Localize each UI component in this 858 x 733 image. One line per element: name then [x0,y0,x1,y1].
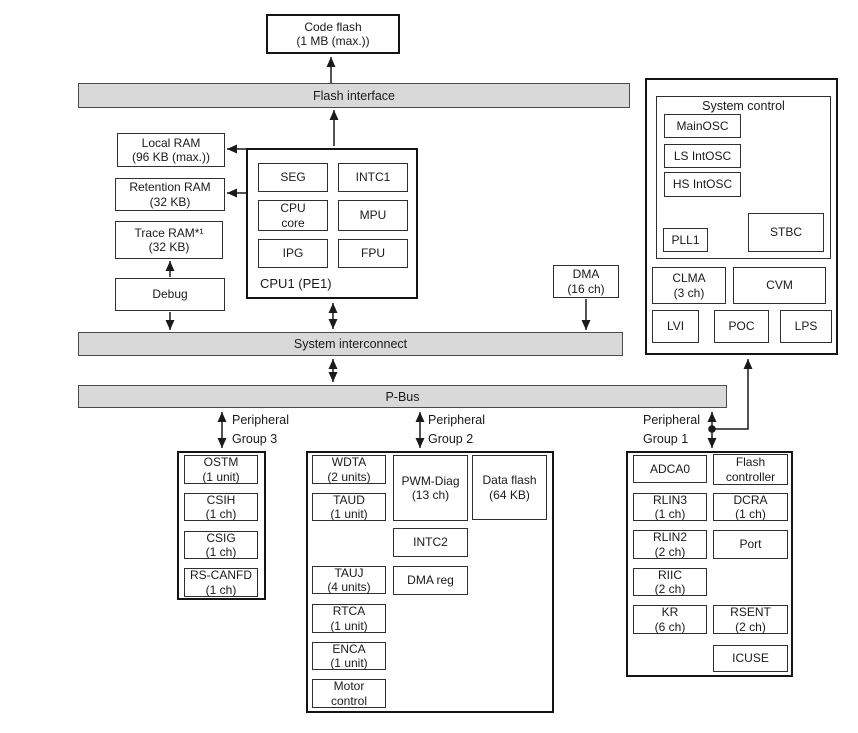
label-peripheral-group-1: Peripheral Group 1 [643,413,700,447]
box-hs-intosc: HS IntOSC [664,172,741,197]
box-kr: KR (6 ch) [633,605,707,634]
box-clma: CLMA (3 ch) [652,267,726,304]
box-adca0: ADCA0 [633,455,707,483]
box-rs-canfd: RS-CANFD (1 ch) [184,568,258,597]
box-rlin3: RLIN3 (1 ch) [633,493,707,521]
box-enca: ENCA (1 unit) [312,642,386,670]
box-lps: LPS [780,310,832,343]
box-pwm-diag: PWM-Diag (13 ch) [393,455,468,521]
cpu1-label: CPU1 (PE1) [260,276,332,291]
box-ls-intosc: LS IntOSC [664,144,741,168]
box-code-flash: Code flash (1 MB (max.)) [266,14,400,54]
box-local-ram: Local RAM (96 KB (max.)) [117,133,225,167]
box-flash-controller: Flash controller [713,454,788,485]
bus-flash-interface: Flash interface [78,83,630,108]
box-pll1: PLL1 [663,228,708,252]
box-wdta: WDTA (2 units) [312,455,386,484]
box-ipg: IPG [258,239,328,268]
box-dma-reg: DMA reg [393,566,468,595]
box-poc: POC [714,310,769,343]
box-motor-control: Motor control [312,679,386,708]
box-stbc: STBC [748,213,824,252]
box-port: Port [713,530,788,559]
box-taud: TAUD (1 unit) [312,493,386,521]
box-riic: RIIC (2 ch) [633,568,707,596]
junction-dot [708,425,716,433]
bus-pbus: P-Bus [78,385,727,408]
box-debug: Debug [115,278,225,311]
box-icuse: ICUSE [713,645,788,672]
box-mainosc: MainOSC [664,114,741,138]
bus-system-interconnect: System interconnect [78,332,623,356]
label-peripheral-group-3: Peripheral Group 3 [232,413,289,447]
box-rsent: RSENT (2 ch) [713,605,788,634]
box-fpu: FPU [338,239,408,268]
label-peripheral-group-2: Peripheral Group 2 [428,413,485,447]
box-data-flash: Data flash (64 KB) [472,455,547,520]
box-lvi: LVI [652,310,699,343]
box-dma: DMA (16 ch) [553,265,619,298]
box-retention-ram: Retention RAM (32 KB) [115,178,225,211]
box-trace-ram: Trace RAM*¹ (32 KB) [115,221,223,259]
box-csih: CSIH (1 ch) [184,493,258,521]
box-group1 [626,451,793,677]
box-dcra: DCRA (1 ch) [713,493,788,521]
box-intc1: INTC1 [338,163,408,192]
box-seg: SEG [258,163,328,192]
box-cpu-core: CPU core [258,200,328,231]
system-control-title: System control [702,99,785,113]
box-rlin2: RLIN2 (2 ch) [633,530,707,559]
box-rtca: RTCA (1 unit) [312,604,386,633]
box-cvm: CVM [733,267,826,304]
box-tauj: TAUJ (4 units) [312,566,386,594]
box-ostm: OSTM (1 unit) [184,455,258,484]
box-mpu: MPU [338,200,408,231]
box-intc2: INTC2 [393,528,468,557]
box-csig: CSIG (1 ch) [184,531,258,559]
